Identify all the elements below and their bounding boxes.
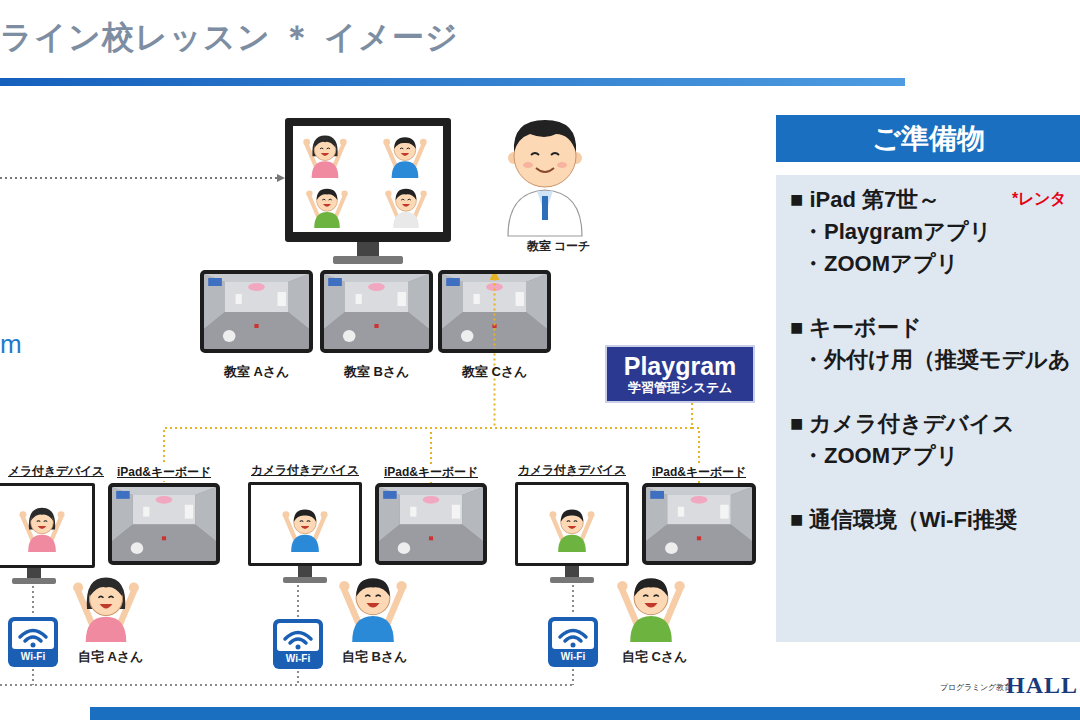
wifi-label: Wi-Fi	[286, 653, 310, 664]
person-label: 自宅 Aさん	[78, 650, 143, 664]
device-label: 教室 Cさん	[462, 363, 527, 381]
person-label: 自宅 Bさん	[342, 650, 407, 664]
checklist-item: ■ 通信環境（Wi-Fi推奨	[790, 505, 1017, 535]
logo-caption: プログラミング教育	[940, 684, 1012, 693]
device-label: メラ付きデバイス	[6, 463, 106, 480]
fragment-text: m	[0, 330, 22, 359]
checklist-item: ・ZOOMアプリ	[802, 249, 959, 279]
camera-monitor: カメラ付きデバイス	[515, 482, 629, 566]
tablet-device: 教室 Bさん	[320, 270, 433, 353]
brand-logo: HALL	[1006, 672, 1078, 698]
page-title: ライン校レッスン ＊ イメージ	[0, 16, 459, 60]
checklist-panel: ■ iPad 第7世～ *レンタ・Playgramアプリ・ZOOMアプリ ■ キーボ…	[776, 175, 1080, 642]
checklist-item: ■ カメラ付きデバイス	[790, 409, 1015, 439]
tablet-device: iPad&キーボード	[642, 483, 756, 565]
device-label: iPad&キーボード	[382, 464, 480, 481]
camera-monitor: メラ付きデバイス	[0, 483, 95, 568]
system-logo: Playgram学習管理システム	[605, 345, 755, 403]
device-label: カメラ付きデバイス	[516, 462, 628, 479]
tablet-device: 教室 Aさん	[200, 270, 313, 353]
person-label: 教室 コーチ	[527, 240, 590, 253]
logo-text: Playgram	[624, 352, 737, 380]
camera-monitor: カメラ付きデバイス	[248, 482, 362, 566]
checklist-item: ・外付け用（推奨モデルあ	[802, 345, 1071, 375]
wifi-label: Wi-Fi	[561, 651, 585, 662]
wifi-label: Wi-Fi	[21, 651, 45, 662]
tablet-device: iPad&キーボード	[108, 483, 220, 565]
checklist-item: ■ キーボード	[790, 313, 922, 343]
person-label: 自宅 Cさん	[622, 650, 687, 664]
device-label: 教室 Bさん	[344, 363, 409, 381]
tablet-device: iPad&キーボード	[375, 483, 487, 565]
panel-title: ご準備物	[872, 120, 985, 158]
logo-subtitle: 学習管理システム	[628, 380, 732, 396]
device-label: 教室 Aさん	[224, 363, 289, 381]
checklist-item: ・Playgramアプリ	[802, 217, 992, 247]
tablet-device: 教室 Cさん	[438, 270, 551, 353]
checklist-item: ・ZOOMアプリ	[802, 441, 959, 471]
panel-header: ご準備物	[776, 115, 1080, 162]
checklist-item: ■ iPad 第7世～	[790, 185, 940, 215]
checklist-item: *レンタ	[1012, 189, 1066, 210]
data-link	[164, 403, 692, 483]
device-label: iPad&キーボード	[650, 464, 748, 481]
device-label: カメラ付きデバイス	[249, 462, 361, 479]
device-label: iPad&キーボード	[115, 464, 213, 481]
